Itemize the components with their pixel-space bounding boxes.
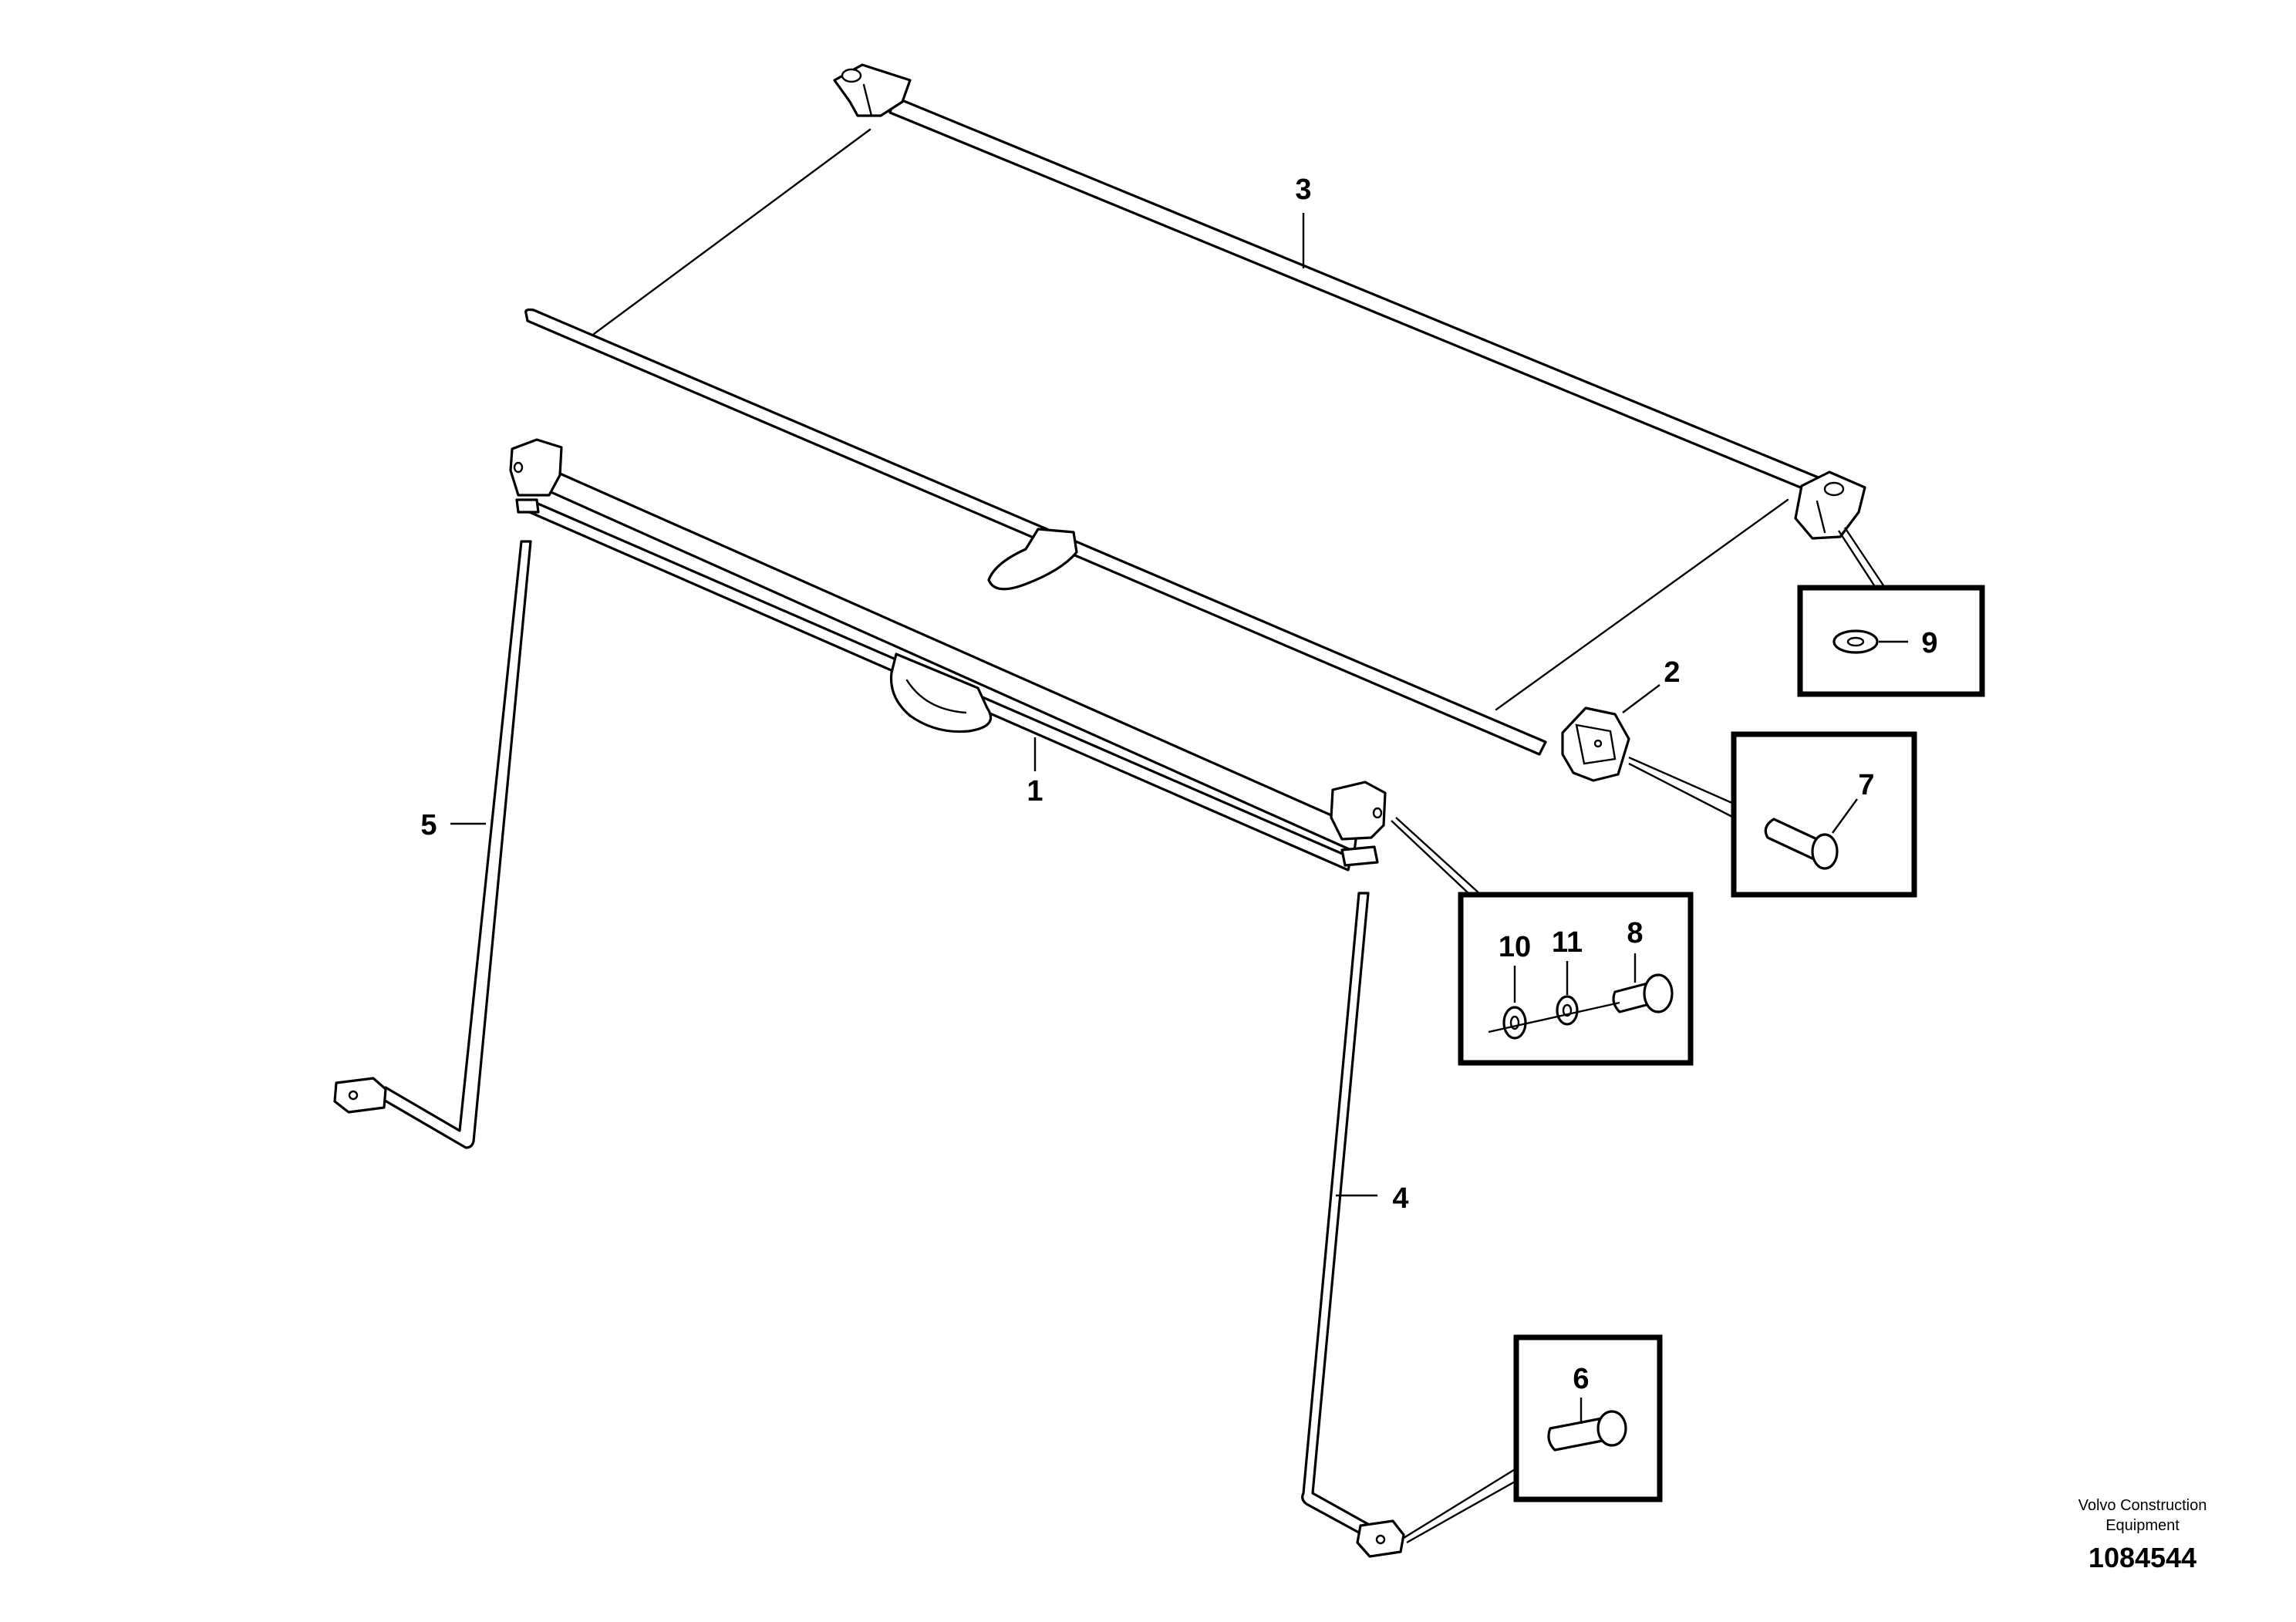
roller-tube bbox=[532, 466, 1359, 853]
drawing-footer: Volvo Construction Equipment 1084544 bbox=[2079, 1497, 2207, 1573]
leader-lines bbox=[450, 213, 1886, 1544]
detail-box-9 bbox=[1797, 585, 1985, 697]
callout-4: 4 bbox=[1392, 1182, 1408, 1215]
bolt-6-head bbox=[1596, 1410, 1627, 1447]
upper-right-bracket bbox=[1794, 470, 1866, 540]
callout-9: 9 bbox=[1921, 627, 1937, 659]
connector-8b bbox=[1395, 817, 1482, 895]
left-arm-foot bbox=[333, 1077, 387, 1114]
right-hinge bbox=[1340, 845, 1379, 867]
connector-9a bbox=[1837, 530, 1877, 588]
screen-right-edge bbox=[1495, 498, 1789, 711]
upper-rod bbox=[888, 96, 1822, 495]
roller-cassette bbox=[509, 438, 1387, 872]
callout-7: 7 bbox=[1858, 769, 1874, 801]
callout-2: 2 bbox=[1664, 656, 1680, 689]
right-arm-rod bbox=[1301, 892, 1381, 1543]
bolt-shank bbox=[1764, 818, 1822, 861]
bolt-head bbox=[1811, 833, 1839, 870]
connector-6b bbox=[1406, 1479, 1517, 1544]
connector-9b bbox=[1844, 527, 1886, 588]
clip-part bbox=[1561, 706, 1630, 782]
drawing-number: 1084544 bbox=[2089, 1542, 2197, 1573]
screen-left-edge bbox=[592, 128, 872, 336]
left-arm-rod bbox=[379, 540, 532, 1149]
connector-6a bbox=[1403, 1467, 1517, 1539]
detail-box-6 bbox=[1513, 1334, 1663, 1502]
leader-2 bbox=[1622, 684, 1660, 713]
callout-1: 1 bbox=[1027, 775, 1043, 808]
connector-7a bbox=[1628, 756, 1735, 805]
connector-7b bbox=[1628, 762, 1735, 819]
callout-3: 3 bbox=[1295, 174, 1311, 206]
callout-5: 5 bbox=[420, 809, 437, 841]
sunshade-screen-assembly bbox=[524, 63, 1866, 756]
cassette-left-end-cap bbox=[509, 438, 563, 497]
detail-box-8-10-11 bbox=[1458, 892, 1694, 1066]
manufacturer-line-2: Equipment bbox=[2106, 1517, 2180, 1534]
manufacturer-line-1: Volvo Construction bbox=[2079, 1497, 2207, 1514]
callout-8: 8 bbox=[1627, 917, 1643, 949]
left-support-arm bbox=[333, 540, 532, 1149]
callout-10: 10 bbox=[1499, 931, 1531, 963]
callout-11: 11 bbox=[1552, 926, 1583, 959]
callout-6: 6 bbox=[1573, 1363, 1589, 1395]
detail-box-7 bbox=[1731, 731, 1917, 898]
screw-8-head bbox=[1643, 973, 1674, 1013]
cassette-right-end-cap bbox=[1330, 781, 1387, 841]
upper-left-bracket bbox=[833, 63, 912, 117]
callout-labels: 3 1 5 4 2 9 7 10 11 8 6 bbox=[420, 174, 1937, 1395]
connector-8a bbox=[1391, 820, 1471, 895]
screen-pull-handle bbox=[987, 528, 1078, 591]
left-hinge bbox=[515, 498, 540, 514]
right-support-arm bbox=[1301, 892, 1405, 1558]
